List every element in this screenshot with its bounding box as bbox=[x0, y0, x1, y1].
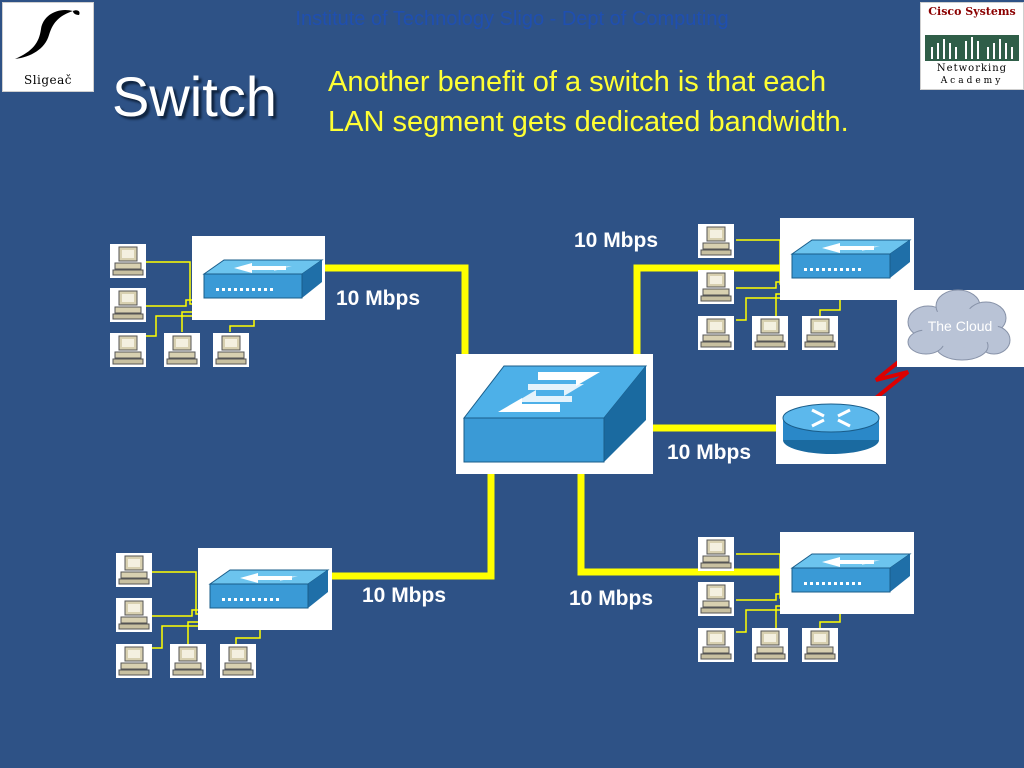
slide-subtitle: Another benefit of a switch is that each… bbox=[328, 62, 968, 142]
cloud-label: The Cloud bbox=[927, 318, 993, 334]
pc-icon bbox=[801, 315, 839, 351]
workgroup-switch-icon bbox=[203, 259, 323, 299]
pc-icon bbox=[115, 552, 153, 588]
wan-link-bolt bbox=[870, 345, 919, 403]
pc-icon bbox=[697, 536, 735, 572]
pc-icon bbox=[801, 627, 839, 663]
pc-icon bbox=[109, 243, 147, 279]
pc-icon bbox=[697, 315, 735, 351]
link-bottom-left bbox=[322, 455, 495, 580]
cloud-icon bbox=[897, 289, 1024, 367]
pc-icon bbox=[219, 643, 257, 679]
segment-top-right bbox=[697, 218, 914, 351]
bandwidth-label: 10 Mbps bbox=[362, 584, 447, 607]
pc-icon bbox=[697, 581, 735, 617]
pc-icon bbox=[169, 643, 207, 679]
segment-bottom-left bbox=[115, 548, 332, 679]
pc-icon bbox=[751, 627, 789, 663]
cisco-logo-line1: Cisco Systems bbox=[928, 5, 1016, 18]
segment-bottom-right bbox=[697, 532, 914, 663]
pc-icon bbox=[115, 597, 153, 633]
sligo-swan-icon bbox=[15, 9, 80, 59]
sligo-logo: Sligeač bbox=[2, 2, 94, 92]
central-switch-icon bbox=[456, 354, 653, 474]
workgroup-switch-icon bbox=[209, 569, 329, 609]
cisco-logo-line3: Academy bbox=[940, 76, 1004, 86]
pc-icon bbox=[212, 332, 250, 368]
pc-icon bbox=[109, 332, 147, 368]
segment-top-left bbox=[109, 236, 325, 368]
router-icon bbox=[776, 396, 886, 464]
bandwidth-label: 10 Mbps bbox=[667, 441, 752, 464]
bandwidth-label: 10 Mbps bbox=[574, 229, 659, 252]
pc-icon bbox=[751, 315, 789, 351]
institute-header: Institute of Technology Sligo - Dept of … bbox=[295, 8, 729, 30]
workgroup-switch-icon bbox=[791, 239, 911, 279]
sligo-logo-text: Sligeač bbox=[23, 73, 73, 87]
cisco-logo: Cisco Systems Networking Academy bbox=[920, 2, 1024, 90]
subtitle-line-2: LAN segment gets dedicated bandwidth. bbox=[328, 106, 849, 138]
cisco-bridge-icon bbox=[925, 35, 1019, 61]
slide-title: Switch bbox=[112, 65, 277, 128]
pc-icon bbox=[697, 627, 735, 663]
subtitle-line-1: Another benefit of a switch is that each bbox=[328, 66, 827, 98]
pc-icon bbox=[163, 332, 201, 368]
bandwidth-label: 10 Mbps bbox=[336, 287, 421, 310]
pc-icon bbox=[697, 269, 735, 305]
pc-icon bbox=[697, 223, 735, 259]
bandwidth-label: 10 Mbps bbox=[569, 587, 654, 610]
link-top-right bbox=[633, 264, 792, 362]
link-bottom-right bbox=[577, 455, 792, 576]
workgroup-switch-icon bbox=[791, 553, 911, 593]
pc-icon bbox=[115, 643, 153, 679]
pc-icon bbox=[109, 287, 147, 323]
cisco-logo-line2: Networking bbox=[936, 63, 1008, 74]
